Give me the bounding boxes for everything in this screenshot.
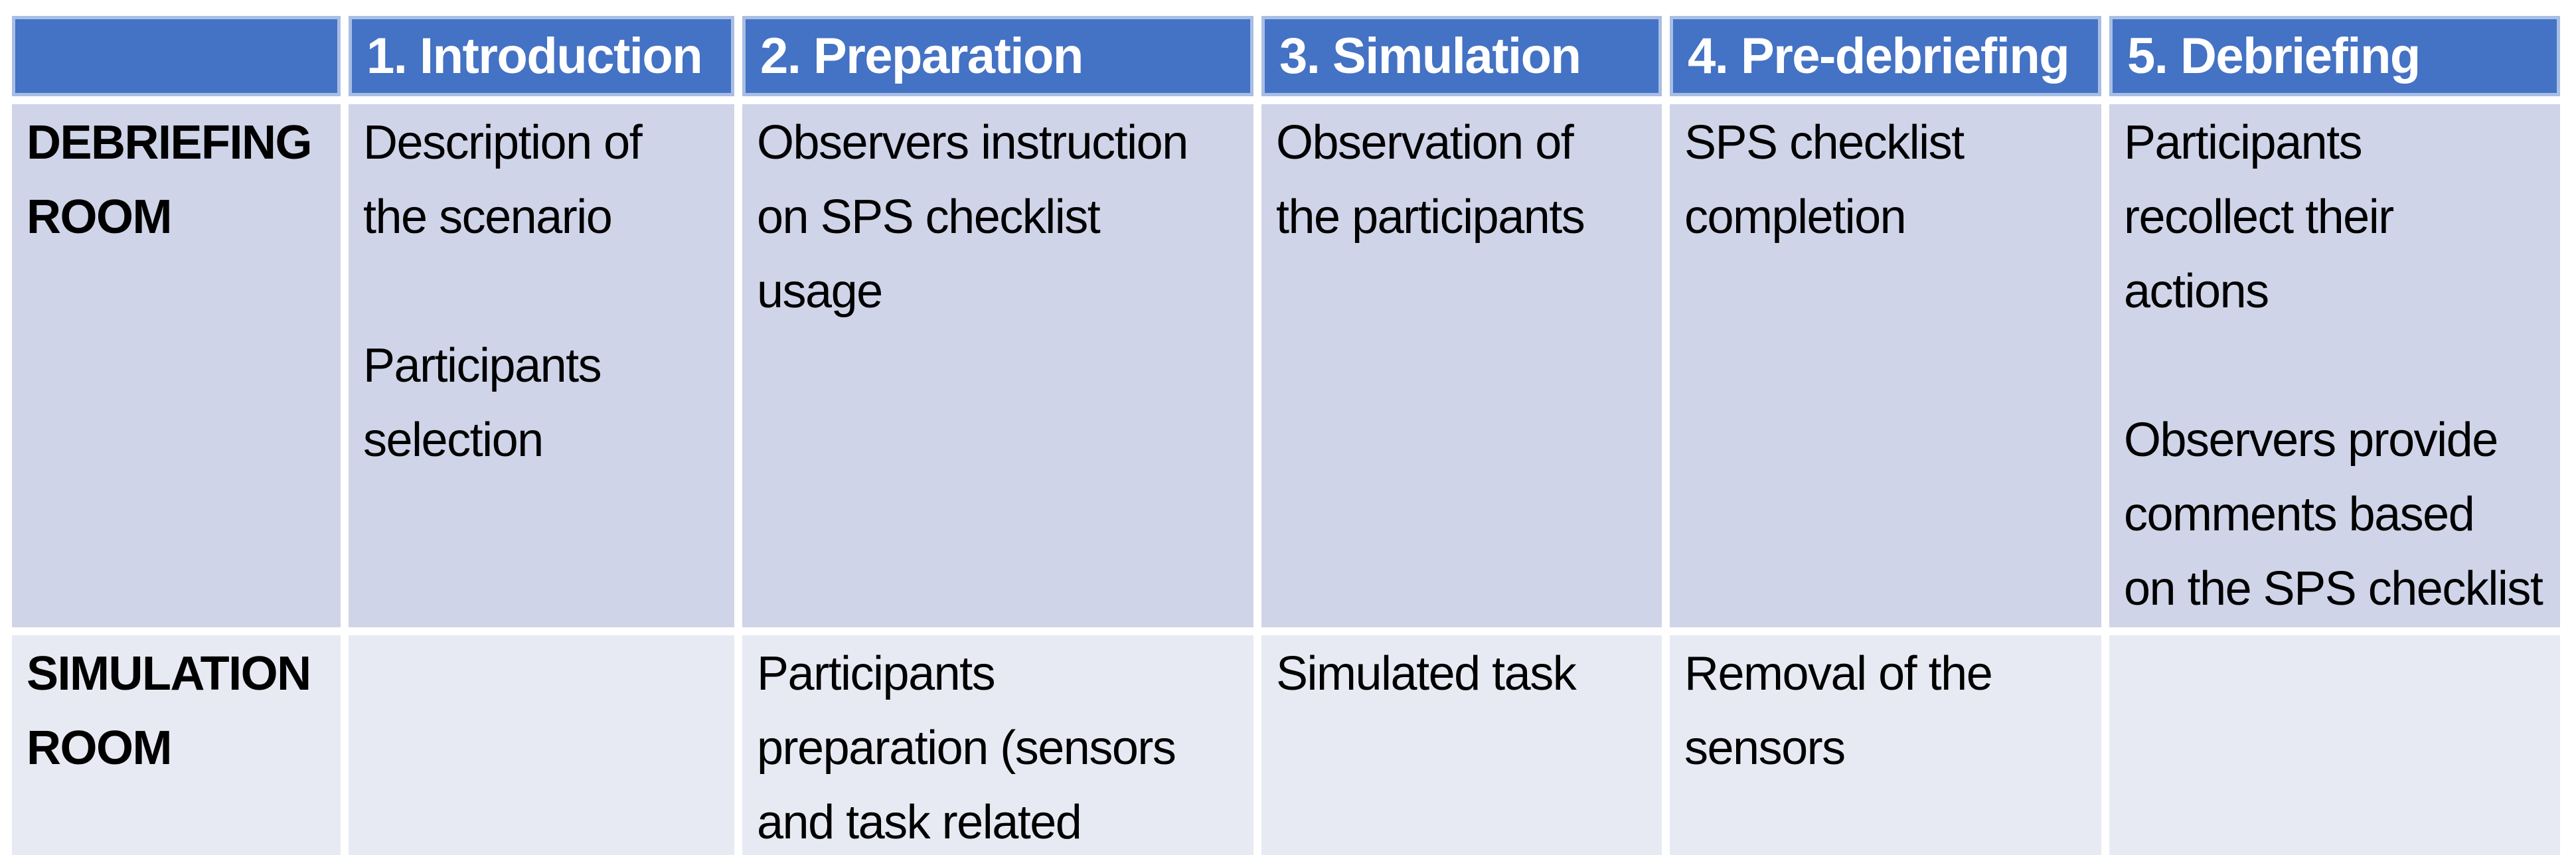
- table-row-simulation-room: SIMULATION ROOM Participants preparation…: [12, 635, 2560, 855]
- cell-debriefing-introduction: Description of the scenario Participants…: [349, 104, 734, 627]
- cell-simulation-simulation: Simulated task: [1261, 635, 1662, 855]
- column-header-simulation: 3. Simulation: [1261, 16, 1662, 96]
- cell-simulation-preparation: Participants preparation (sensors and ta…: [742, 635, 1253, 855]
- column-header-blank: [12, 16, 341, 96]
- column-header-introduction: 1. Introduction: [349, 16, 734, 96]
- row-header-simulation-room: SIMULATION ROOM: [12, 635, 341, 855]
- simulation-phases-table: 1. Introduction 2. Preparation 3. Simula…: [4, 8, 2568, 855]
- table-row-debriefing-room: DEBRIEFING ROOM Description of the scena…: [12, 104, 2560, 627]
- column-header-preparation: 2. Preparation: [742, 16, 1253, 96]
- cell-debriefing-preparation: Observers instruction on SPS checklist u…: [742, 104, 1253, 627]
- column-header-debriefing: 5. Debriefing: [2109, 16, 2560, 96]
- cell-simulation-debriefing: [2109, 635, 2560, 855]
- cell-debriefing-simulation: Observation of the participants: [1261, 104, 1662, 627]
- cell-debriefing-pre-debriefing: SPS checklist completion: [1670, 104, 2101, 627]
- cell-simulation-pre-debriefing: Removal of the sensors: [1670, 635, 2101, 855]
- row-header-debriefing-room: DEBRIEFING ROOM: [12, 104, 341, 627]
- table-header-row: 1. Introduction 2. Preparation 3. Simula…: [12, 16, 2560, 96]
- column-header-pre-debriefing: 4. Pre-debriefing: [1670, 16, 2101, 96]
- cell-debriefing-debriefing: Participants recollect their actions Obs…: [2109, 104, 2560, 627]
- cell-simulation-introduction: [349, 635, 734, 855]
